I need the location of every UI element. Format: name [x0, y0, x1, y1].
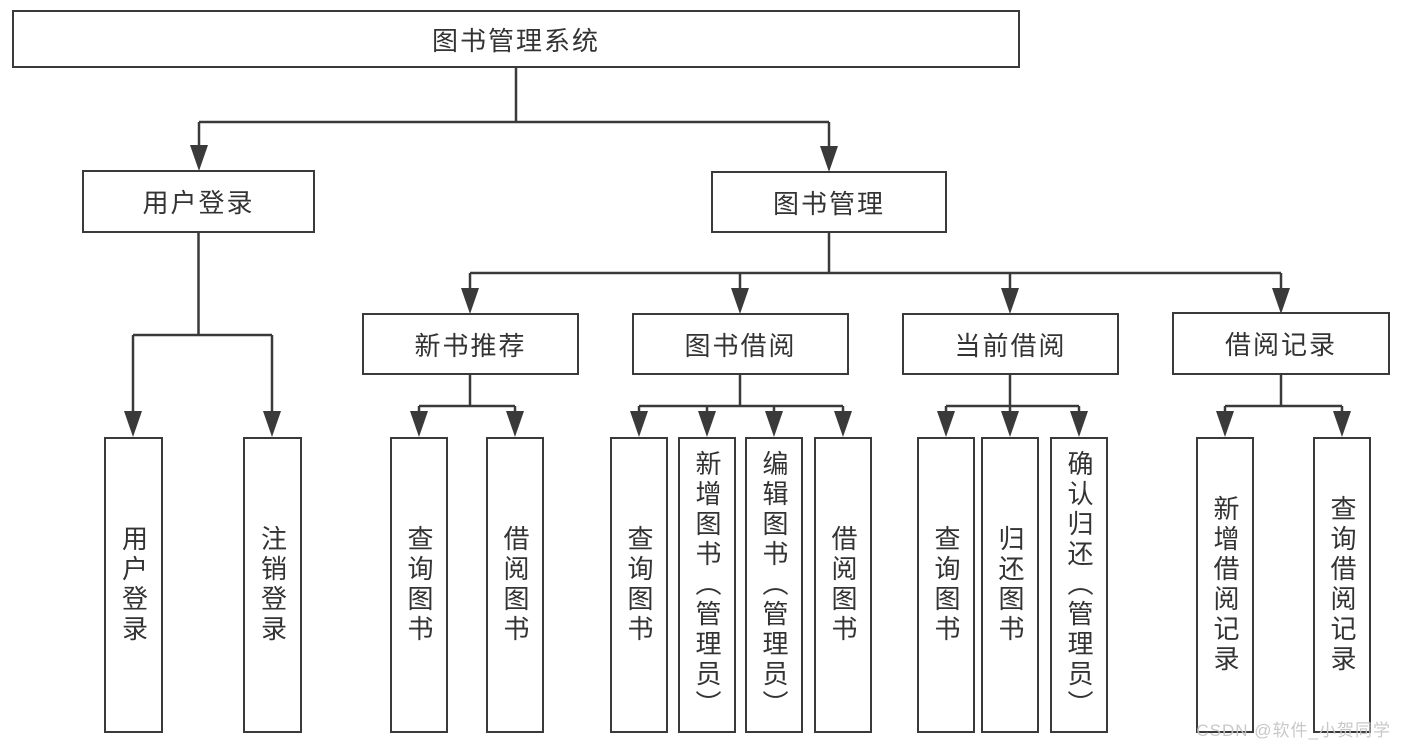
node-borrowing-records: 借阅记录: [1172, 312, 1390, 375]
node-user-login: 用户登录: [82, 170, 315, 233]
leaf-borrow-books: 借阅图书: [814, 437, 872, 733]
leaf-query-books-recommend: 查询图书: [390, 437, 448, 733]
leaf-borrow-books-recommend: 借阅图书: [486, 437, 544, 733]
leaf-logout: 注销登录: [243, 437, 302, 733]
node-book-management: 图书管理: [711, 171, 947, 233]
leaf-confirm-return-admin: 确认归还（管理员）: [1050, 437, 1108, 733]
leaf-query-books-current: 查询图书: [917, 437, 975, 733]
leaf-query-books-borrow: 查询图书: [610, 437, 668, 733]
leaf-return-books: 归还图书: [981, 437, 1039, 733]
node-new-book-recommendation: 新书推荐: [362, 313, 579, 375]
csdn-watermark: CSDN @软件_小贺同学: [1196, 721, 1391, 740]
node-library-system: 图书管理系统: [12, 10, 1020, 68]
leaf-edit-books-admin: 编辑图书（管理员）: [745, 437, 803, 733]
leaf-add-books-admin: 新增图书（管理员）: [678, 437, 736, 733]
leaf-add-borrow-record: 新增借阅记录: [1196, 437, 1254, 733]
node-current-borrowing: 当前借阅: [902, 313, 1119, 375]
leaf-user-login: 用户登录: [104, 437, 163, 733]
leaf-query-borrow-record: 查询借阅记录: [1313, 437, 1371, 733]
node-book-borrowing: 图书借阅: [632, 313, 849, 375]
